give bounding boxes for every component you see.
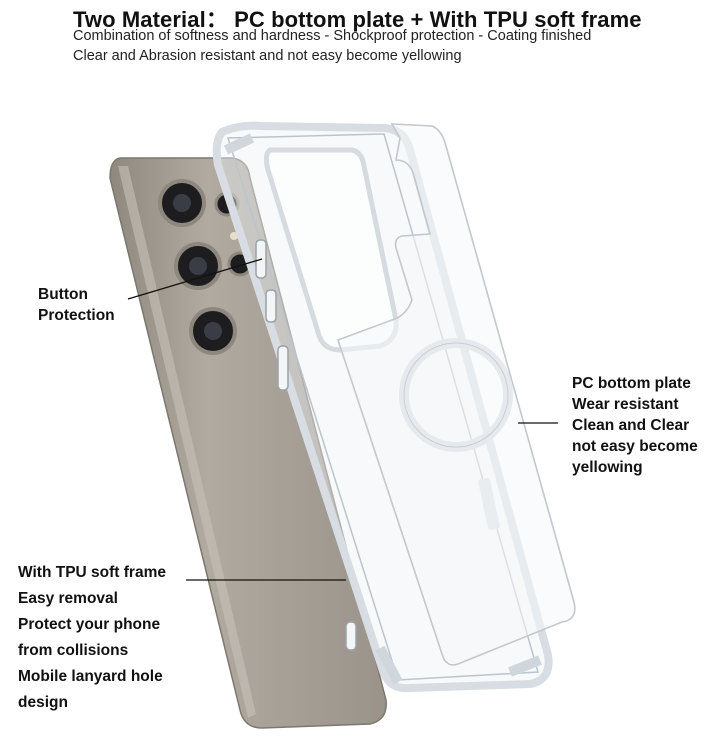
callout-text: Protection [38, 307, 115, 324]
callout-text: from collisions [18, 642, 129, 659]
subtitle-line-1: Combination of softness and hardness - S… [73, 28, 592, 44]
callout-tpu-frame: With TPU soft frame Easy removal Protect… [18, 560, 166, 716]
pc-bottom-plate [336, 123, 576, 666]
callout-text: Mobile lanyard hole [18, 668, 163, 685]
callout-text: not easy become [572, 438, 698, 455]
callout-text: yellowing [572, 459, 643, 476]
callout-text: Easy removal [18, 590, 118, 607]
callout-text: With TPU soft frame [18, 564, 166, 581]
callout-text: Wear resistant [572, 396, 679, 413]
callout-button-protection: Button Protection [38, 284, 115, 326]
callout-text: Button [38, 286, 88, 303]
callout-pc-bottom-plate: PC bottom plate Wear resistant Clean and… [572, 373, 698, 478]
page-title: Two Material： PC bottom plate + With TPU… [73, 7, 642, 32]
subtitle-line-2: Clear and Abrasion resistant and not eas… [73, 48, 462, 64]
callout-text: Protect your phone [18, 616, 161, 633]
callout-line-button [127, 258, 263, 300]
callout-text: design [18, 694, 68, 711]
camera-module [158, 179, 253, 355]
callout-text: Clean and Clear [572, 417, 690, 434]
callout-text: PC bottom plate [572, 375, 691, 392]
